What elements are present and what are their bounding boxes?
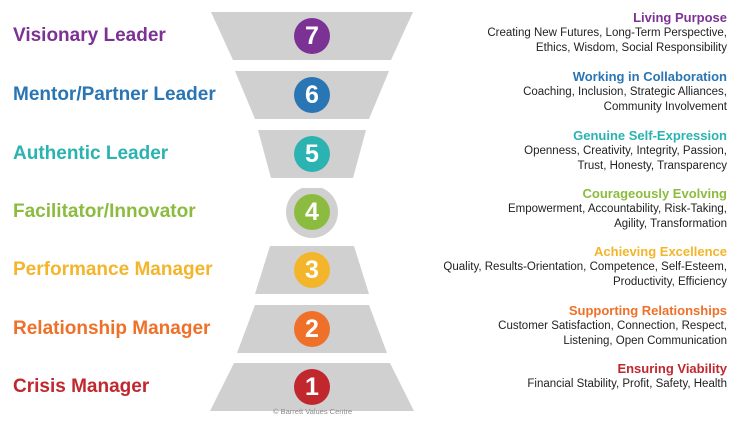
level-5: 5 Authentic Leader Genuine Self-Expression… — [0, 128, 750, 182]
theme-heading: Supporting Relationships — [568, 303, 727, 318]
values-line-1: Financial Stability, Profit, Safety, Hea… — [527, 378, 727, 390]
values-line-1: Quality, Results-Orientation, Competence… — [443, 261, 727, 273]
theme-heading: Achieving Excellence — [594, 244, 727, 259]
level-number-badge: 2 — [294, 311, 330, 347]
values-line-1: Creating New Futures, Long-Term Perspect… — [487, 27, 727, 39]
level-number-badge: 4 — [294, 194, 330, 230]
level-number-badge: 5 — [294, 136, 330, 172]
theme-heading: Ensuring Viability — [617, 361, 727, 376]
values-line-1: Customer Satisfaction, Connection, Respe… — [498, 320, 727, 332]
values-line-1: Coaching, Inclusion, Strategic Alliances… — [523, 86, 727, 98]
level-number-badge: 1 — [294, 369, 330, 405]
leader-label: Visionary Leader — [13, 25, 166, 46]
leader-label: Performance Manager — [13, 259, 213, 280]
theme-heading: Genuine Self-Expression — [573, 128, 727, 143]
values-line-2: Trust, Honesty, Transparency — [577, 160, 727, 172]
level-4: 4 Facilitator/Innovator Courageously Evolv… — [0, 186, 750, 240]
values-line-2: Community Involvement — [603, 101, 727, 113]
values-line-2: Listening, Open Communication — [563, 335, 727, 347]
theme-heading: Living Purpose — [633, 10, 727, 25]
level-6: 6 Mentor/Partner Leader Working in Collabo… — [0, 69, 750, 123]
leader-label: Crisis Manager — [13, 376, 150, 397]
values-line-2: Ethics, Wisdom, Social Responsibility — [535, 42, 727, 54]
theme-heading: Working in Collaboration — [572, 69, 727, 84]
theme-heading: Courageously Evolving — [582, 186, 727, 201]
leader-label: Authentic Leader — [13, 143, 169, 164]
leader-label: Mentor/Partner Leader — [13, 84, 216, 105]
leader-label: Relationship Manager — [13, 318, 211, 339]
values-line-2: Agility, Transformation — [614, 218, 727, 230]
level-number-badge: 6 — [294, 77, 330, 113]
copyright-note: © Barrett Values Centre — [273, 407, 353, 416]
level-number-badge: 3 — [294, 252, 330, 288]
values-line-1: Empowerment, Accountability, Risk-Taking… — [507, 203, 727, 215]
level-3: 3 Performance Manager Achieving Excellence… — [0, 244, 750, 298]
leader-label: Facilitator/Innovator — [13, 201, 196, 222]
level-number-badge: 7 — [294, 18, 330, 54]
level-2: 2 Relationship Manager Supporting Relation… — [0, 303, 750, 357]
values-line-2: Productivity, Efficiency — [613, 276, 727, 288]
values-line-1: Openness, Creativity, Integrity, Passion… — [524, 145, 727, 157]
